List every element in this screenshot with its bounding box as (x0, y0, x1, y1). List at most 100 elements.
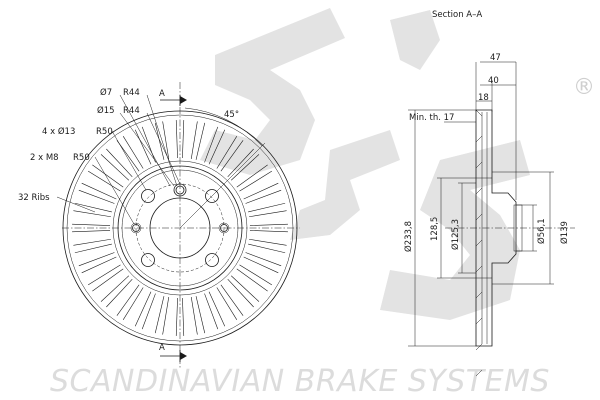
dim-d56: Ø56,1 (536, 218, 547, 244)
cooling-rib (141, 126, 156, 163)
cooling-rib (249, 210, 287, 218)
cooling-rib (92, 164, 124, 188)
callout-r44-top: R44 (123, 88, 140, 98)
cooling-rib (249, 223, 288, 226)
cooling-rib (230, 154, 260, 181)
wheel-bolt-hole-1 (205, 189, 219, 203)
cooling-rib (216, 287, 238, 321)
cooling-rib (72, 223, 111, 226)
cooling-rib (236, 268, 268, 292)
cooling-rib (116, 284, 140, 316)
callout-m8: 2 x M8 (30, 153, 59, 163)
front-view: A A 45° Ø7 R44 Ø15 R44 4 x Ø13 R50 2 x M… (18, 82, 300, 368)
cooling-rib (236, 164, 268, 188)
cooling-rib (106, 278, 133, 308)
cooling-ribs (72, 120, 288, 336)
cooling-rib (216, 135, 238, 169)
cooling-rib (245, 252, 282, 267)
cooling-rib (195, 296, 206, 334)
section-marker-bottom: A (159, 343, 165, 353)
cooling-rib (248, 202, 286, 213)
m8-thread-hole-1 (132, 224, 140, 232)
cooling-rib (182, 120, 185, 159)
hat-outer-circle (117, 165, 243, 291)
cooling-rib (154, 122, 165, 160)
cooling-rib (106, 148, 133, 178)
cooling-rib (162, 121, 170, 159)
dim-d125: Ø125,3 (450, 219, 461, 250)
registered-mark: ® (573, 75, 595, 100)
dim-d139: Ø139 (559, 221, 570, 244)
callout-ribs: 32 Ribs (18, 193, 50, 203)
cooling-rib (154, 296, 165, 334)
dim-w18: 18 (478, 93, 489, 103)
cooling-rib (175, 120, 178, 159)
cooling-rib (248, 243, 286, 254)
cooling-rib (134, 291, 152, 327)
dim-w47: 47 (490, 53, 501, 63)
dim-d128: 128,5 (430, 217, 440, 241)
cooling-rib (73, 238, 111, 246)
cooling-rib (208, 291, 226, 327)
cooling-rib (204, 293, 219, 330)
cooling-rib (204, 126, 219, 163)
wheel-bolt-hole-2 (141, 189, 155, 203)
cooling-rib (208, 129, 226, 165)
callout-r50-a: R50 (96, 127, 113, 137)
dim-w40: 40 (488, 76, 499, 86)
callout-r44-mid: R44 (123, 106, 140, 116)
cooling-rib (243, 182, 279, 200)
cooling-rib (195, 122, 206, 160)
cooling-rib (190, 297, 198, 335)
cooling-rib (72, 230, 111, 233)
cooling-rib (141, 293, 156, 330)
cooling-rib (122, 135, 144, 169)
cooling-rib (220, 284, 244, 316)
cooling-rib (230, 275, 260, 302)
cooling-rib (92, 268, 124, 292)
cooling-rib (249, 238, 287, 246)
disc-section-outline (475, 109, 517, 347)
angle-label: 45° (224, 110, 239, 120)
cooling-rib (134, 129, 152, 165)
locating-hole (175, 185, 185, 195)
cooling-rib (87, 264, 121, 286)
callout-diam7: Ø7 (100, 87, 112, 98)
brand-watermark (200, 8, 530, 320)
cooling-rib (78, 252, 115, 267)
cooling-rib (239, 170, 273, 192)
cooling-rib (175, 297, 178, 336)
cooling-rib (190, 121, 198, 159)
section-view: Section A–A 47 40 18 Min. th. 17 (403, 10, 575, 377)
cooling-rib (227, 148, 254, 178)
cooling-rib (162, 297, 170, 335)
cooling-rib (227, 278, 254, 308)
section-title: Section A–A (432, 10, 482, 20)
cooling-rib (87, 170, 121, 192)
cooling-rib (245, 189, 282, 204)
cooling-rib (100, 275, 130, 302)
cooling-rib (78, 189, 115, 204)
brand-footer-text: SCANDINAVIAN BRAKE SYSTEMS (50, 364, 550, 399)
section-marker-top: A (159, 89, 165, 99)
dim-min-thickness: Min. th. 17 (409, 113, 454, 123)
disc-outer-edge (62, 110, 298, 346)
callout-holes13: 4 x Ø13 (42, 126, 75, 137)
center-bore (149, 197, 211, 259)
wheel-bolt-hole-4 (205, 253, 219, 267)
cooling-rib (100, 154, 130, 181)
cooling-rib (249, 230, 288, 233)
cooling-rib (239, 264, 273, 286)
cooling-rib (122, 287, 144, 321)
m8-thread-hole-2 (220, 224, 228, 232)
cooling-rib (74, 202, 112, 213)
cooling-rib (73, 210, 111, 218)
cooling-rib (74, 243, 112, 254)
cooling-rib (81, 256, 117, 274)
cooling-rib (81, 182, 117, 200)
dim-d233: Ø233,8 (403, 221, 414, 252)
rib-inner-circle (112, 160, 248, 296)
callout-diam15: Ø15 (97, 105, 115, 116)
cooling-rib (243, 256, 279, 274)
